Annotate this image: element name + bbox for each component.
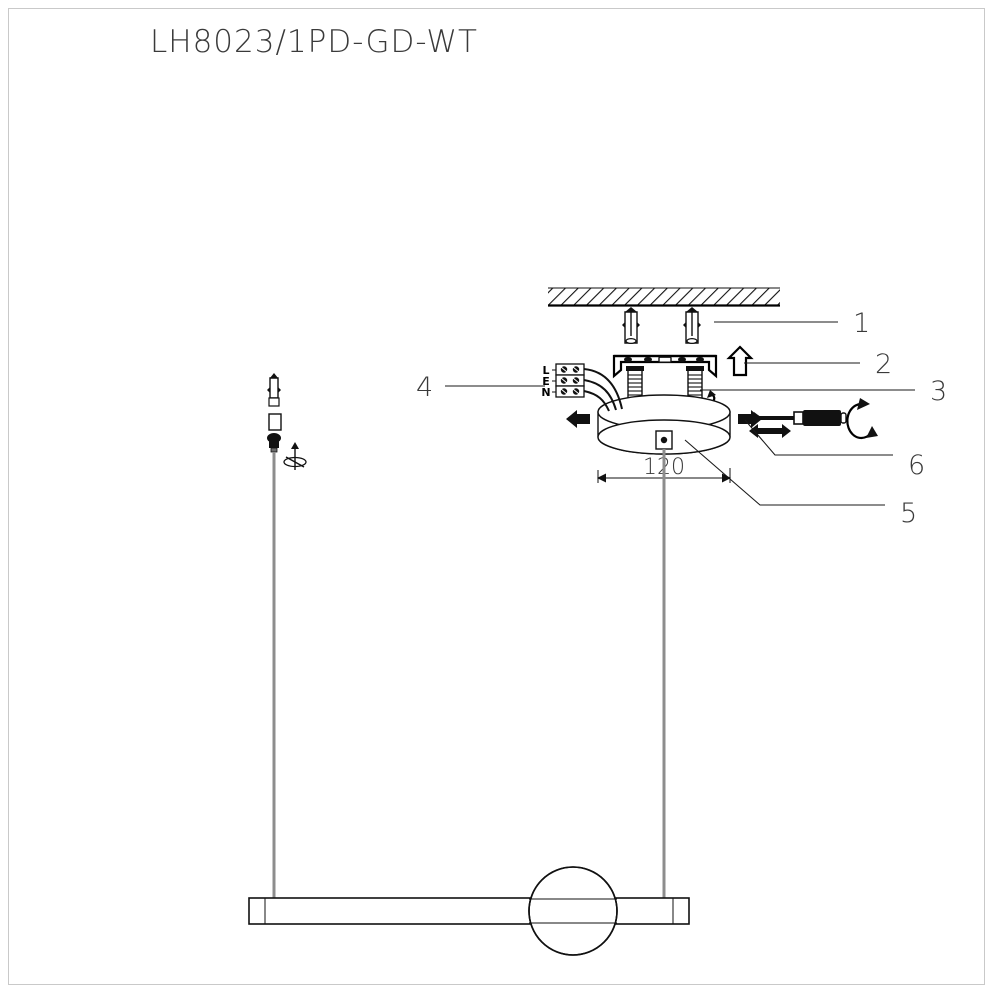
screw-small-icon: [740, 412, 762, 424]
callout-3: 3: [930, 376, 947, 407]
arrow-double-icon: [749, 424, 791, 438]
rotate-tighten-icon: [846, 398, 878, 440]
callout-leaders: [445, 321, 915, 506]
terminal-label-L: L: [542, 364, 549, 377]
callout-6: 6: [908, 450, 925, 481]
callout-1: 1: [853, 308, 870, 339]
ceiling-canopy: [597, 394, 731, 455]
terminal-label-N: N: [541, 386, 550, 399]
callout-5: 5: [900, 498, 917, 529]
terminal-label-E: E: [542, 375, 550, 388]
cable-gripper-detail: [267, 373, 307, 470]
callout-2: 2: [875, 349, 892, 380]
wall-anchor-left: [622, 307, 640, 345]
wall-anchor-right: [683, 307, 701, 345]
page-title: LH8023/1PD-GD-WT: [150, 24, 478, 60]
callout-4: 4: [416, 372, 433, 403]
arrow-left-icon: [566, 410, 590, 428]
terminal-block: L E N: [541, 363, 585, 399]
ceiling-slab: [548, 287, 780, 307]
arrow-up-icon: [726, 345, 754, 377]
pendant-fixture: [248, 866, 690, 956]
supply-wires: [583, 368, 623, 412]
mounting-bracket: [612, 354, 718, 379]
screwdriver-tool: [754, 410, 847, 426]
